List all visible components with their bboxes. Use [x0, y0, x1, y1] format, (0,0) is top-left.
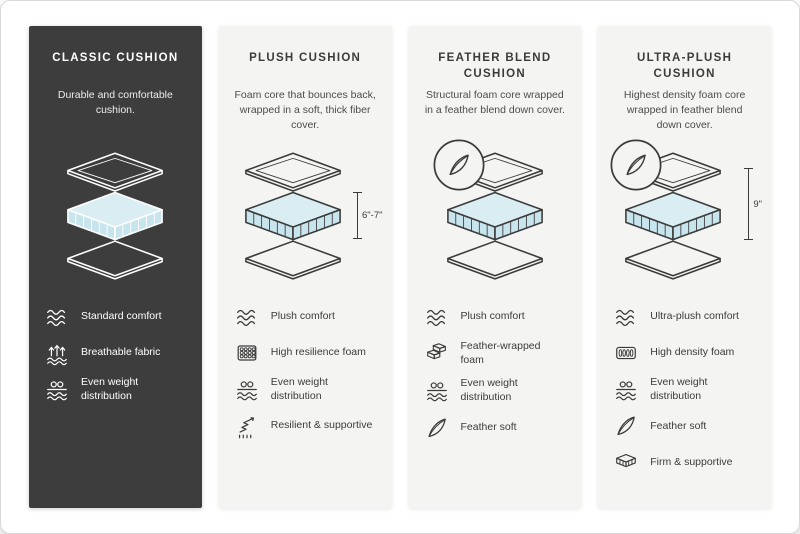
cushion-diagram	[44, 138, 187, 290]
panel-feather-blend-cushion: FEATHER BLEND CUSHION Structural foam co…	[408, 26, 582, 508]
feature-label: High resilience foam	[270, 346, 366, 359]
feature-row: Feather soft	[424, 415, 567, 441]
firm-supportive-icon	[613, 449, 639, 475]
panel-description: Durable and comfortable cushion.	[57, 89, 173, 116]
feature-row: Even weight distribution	[44, 376, 187, 403]
feature-row: Feather-wrapped foam	[424, 340, 567, 367]
feature-row: Standard comfort	[44, 304, 187, 330]
feature-label: Even weight distribution	[460, 377, 518, 404]
feature-label: Even weight distribution	[270, 376, 328, 402]
feather-icon	[613, 413, 639, 439]
feature-label: Even weight distribution	[650, 376, 708, 402]
panel-ultra-plush-cushion: ULTRA-PLUSH CUSHION Highest density foam…	[598, 26, 771, 508]
dimension-line	[353, 192, 363, 239]
dimension-indicator: 9"	[744, 168, 762, 241]
feature-row: Plush comfort	[234, 304, 377, 330]
feature-label: Resilient & supportive	[270, 419, 373, 432]
panel-title: PLUSH CUSHION	[249, 52, 362, 64]
panel-title: CLASSIC CUSHION	[52, 52, 179, 64]
feature-label: Plush comfort	[270, 310, 335, 323]
cushion-diagram: 6"-7"	[234, 138, 383, 290]
feature-row: Firm & supportive	[613, 449, 756, 475]
feature-list: Standard comfort Breathable fabric Even …	[44, 304, 187, 403]
panel-description: Structural foam core wrapped in a feathe…	[424, 89, 565, 117]
feature-label: Feather-wrapped foam	[460, 340, 541, 366]
wave-icon	[424, 304, 450, 330]
feature-label: Firm & supportive	[650, 455, 733, 468]
density-foam-icon	[613, 340, 639, 366]
wave-icon	[613, 304, 639, 330]
feather-wrapped-foam-icon	[424, 341, 450, 367]
wave-icon	[44, 304, 70, 330]
dimension-label: 6"-7"	[362, 210, 383, 221]
panel-classic-cushion: CLASSIC CUSHION Durable and comfortable …	[29, 26, 202, 508]
panel-description: Foam core that bounces back, wrapped in …	[234, 89, 376, 131]
dimension-indicator: 6"-7"	[353, 192, 383, 239]
feature-row: Even weight distribution	[234, 376, 377, 403]
even-weight-icon	[424, 378, 450, 404]
feature-label: Ultra-plush comfort	[650, 310, 739, 323]
cushion-diagram: 9"	[613, 138, 762, 290]
cushion-layers-illustration	[56, 147, 174, 282]
feather-icon	[424, 415, 450, 441]
resilience-foam-icon	[234, 340, 260, 366]
feature-label: Breathable fabric	[81, 346, 161, 359]
even-weight-icon	[613, 377, 639, 403]
feature-row: Even weight distribution	[613, 376, 756, 403]
dimension-line	[744, 168, 754, 241]
feature-row: Feather soft	[613, 413, 756, 439]
panel-description: Highest density foam core wrapped in fea…	[623, 89, 746, 131]
feature-row: Ultra-plush comfort	[613, 304, 756, 330]
feature-label: Standard comfort	[81, 310, 162, 323]
feather-badge-icon	[432, 138, 486, 192]
even-weight-icon	[44, 377, 70, 403]
feature-label: High density foam	[650, 346, 735, 359]
panel-title: ULTRA-PLUSH CUSHION	[637, 52, 733, 81]
cushion-layers-illustration	[234, 147, 352, 282]
panel-title: FEATHER BLEND CUSHION	[438, 52, 552, 81]
feature-row: Resilient & supportive	[234, 413, 377, 439]
feature-row: Even weight distribution	[424, 377, 567, 404]
wave-icon	[234, 304, 260, 330]
feature-row: High resilience foam	[234, 340, 377, 366]
spring-icon	[234, 413, 260, 439]
cushion-diagram	[424, 138, 567, 290]
feature-label: Feather soft	[460, 420, 517, 433]
feature-row: Plush comfort	[424, 304, 567, 330]
feature-list: Ultra-plush comfort High density foam Ev…	[613, 304, 756, 475]
feature-row: Breathable fabric	[44, 340, 187, 366]
feather-badge-icon	[609, 138, 663, 192]
feature-list: Plush comfort Feather-wrapped foam Even …	[424, 304, 567, 441]
panel-plush-cushion: PLUSH CUSHION Foam core that bounces bac…	[218, 26, 392, 508]
feature-label: Feather soft	[650, 419, 707, 432]
feature-label: Plush comfort	[460, 310, 525, 323]
even-weight-icon	[234, 377, 260, 403]
feature-label: Even weight distribution	[81, 376, 139, 402]
breathable-fabric-icon	[44, 340, 70, 366]
feature-row: High density foam	[613, 340, 756, 366]
dimension-label: 9"	[753, 198, 762, 210]
feature-list: Plush comfort High resilience foam Even …	[234, 304, 377, 439]
